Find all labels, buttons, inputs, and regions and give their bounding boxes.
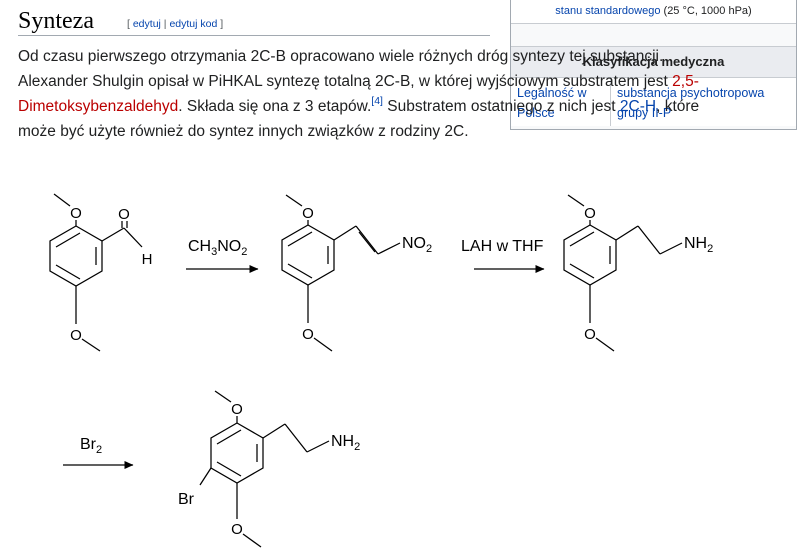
molecule-dimethoxybenzaldehyde: O O O H (49, 193, 153, 352)
2c-h-link[interactable]: 2C-H (619, 98, 657, 115)
molecule-2c-h: O O NH2 (563, 194, 713, 352)
reference-4: [4] (371, 95, 383, 107)
reagent-nitromethane: CH3NO2 (188, 238, 247, 258)
mol1-oxygen-top: O (70, 205, 82, 222)
mol4-oxygen-top: O (231, 401, 243, 418)
molecule-2c-b: O O Br NH2 (178, 390, 360, 548)
section-heading: Synteza [ edytuj | edytuj kod ] (18, 4, 490, 36)
legality-poland-link[interactable]: Legalność w Polsce (517, 86, 587, 120)
mol2-oxygen-bottom: O (302, 326, 314, 343)
reagent-lah-thf: LAH w THF (461, 238, 544, 255)
edit-links: [ edytuj | edytuj kod ] (127, 18, 224, 30)
infobox-header-medical-classification: Klasyfikacja medyczna (511, 46, 796, 78)
infobox: stanu standardowego (25 °C, 1000 hPa) Kl… (510, 0, 797, 130)
reference-4-link[interactable]: [4] (371, 94, 383, 107)
mol1-hydrogen: H (142, 251, 153, 268)
mol4-amine-group: NH2 (331, 433, 360, 453)
edit-link[interactable]: edytuj (132, 18, 161, 30)
mol1-oxygen-bottom: O (70, 327, 82, 344)
mol4-oxygen-bottom: O (231, 521, 243, 538)
section-title: Synteza (18, 8, 94, 34)
mol4-bromine: Br (178, 491, 195, 508)
mol2-nitro-group: NO2 (402, 235, 432, 255)
molecule-nitrostyrene: O O NO2 (281, 194, 432, 352)
infobox-row-legality: Legalność w Polsce substancja psychotrop… (511, 78, 796, 126)
mol3-amine-group: NH2 (684, 235, 713, 255)
standard-state-link[interactable]: stanu standardowego (555, 5, 661, 17)
infobox-units-row: stanu standardowego (25 °C, 1000 hPa) (511, 0, 796, 24)
dimethoxybenzaldehyde-link[interactable]: 2,5-Dimetoksybenzaldehyd (18, 73, 699, 115)
reagent-bromine: Br2 (80, 436, 102, 456)
mol3-oxygen-top: O (584, 205, 596, 222)
mol2-oxygen-top: O (302, 205, 314, 222)
mol1-oxygen-aldehyde: O (118, 206, 130, 223)
infobox-cell-divider (610, 78, 611, 126)
edit-code-link[interactable]: edytuj kod (169, 18, 218, 30)
synthesis-paragraph: Od czasu pierwszego otrzymania 2C-B opra… (18, 48, 700, 140)
mol3-oxygen-bottom: O (584, 326, 596, 343)
psychotropic-group-link[interactable]: substancja psychotropowa grupy II-P (617, 86, 765, 120)
